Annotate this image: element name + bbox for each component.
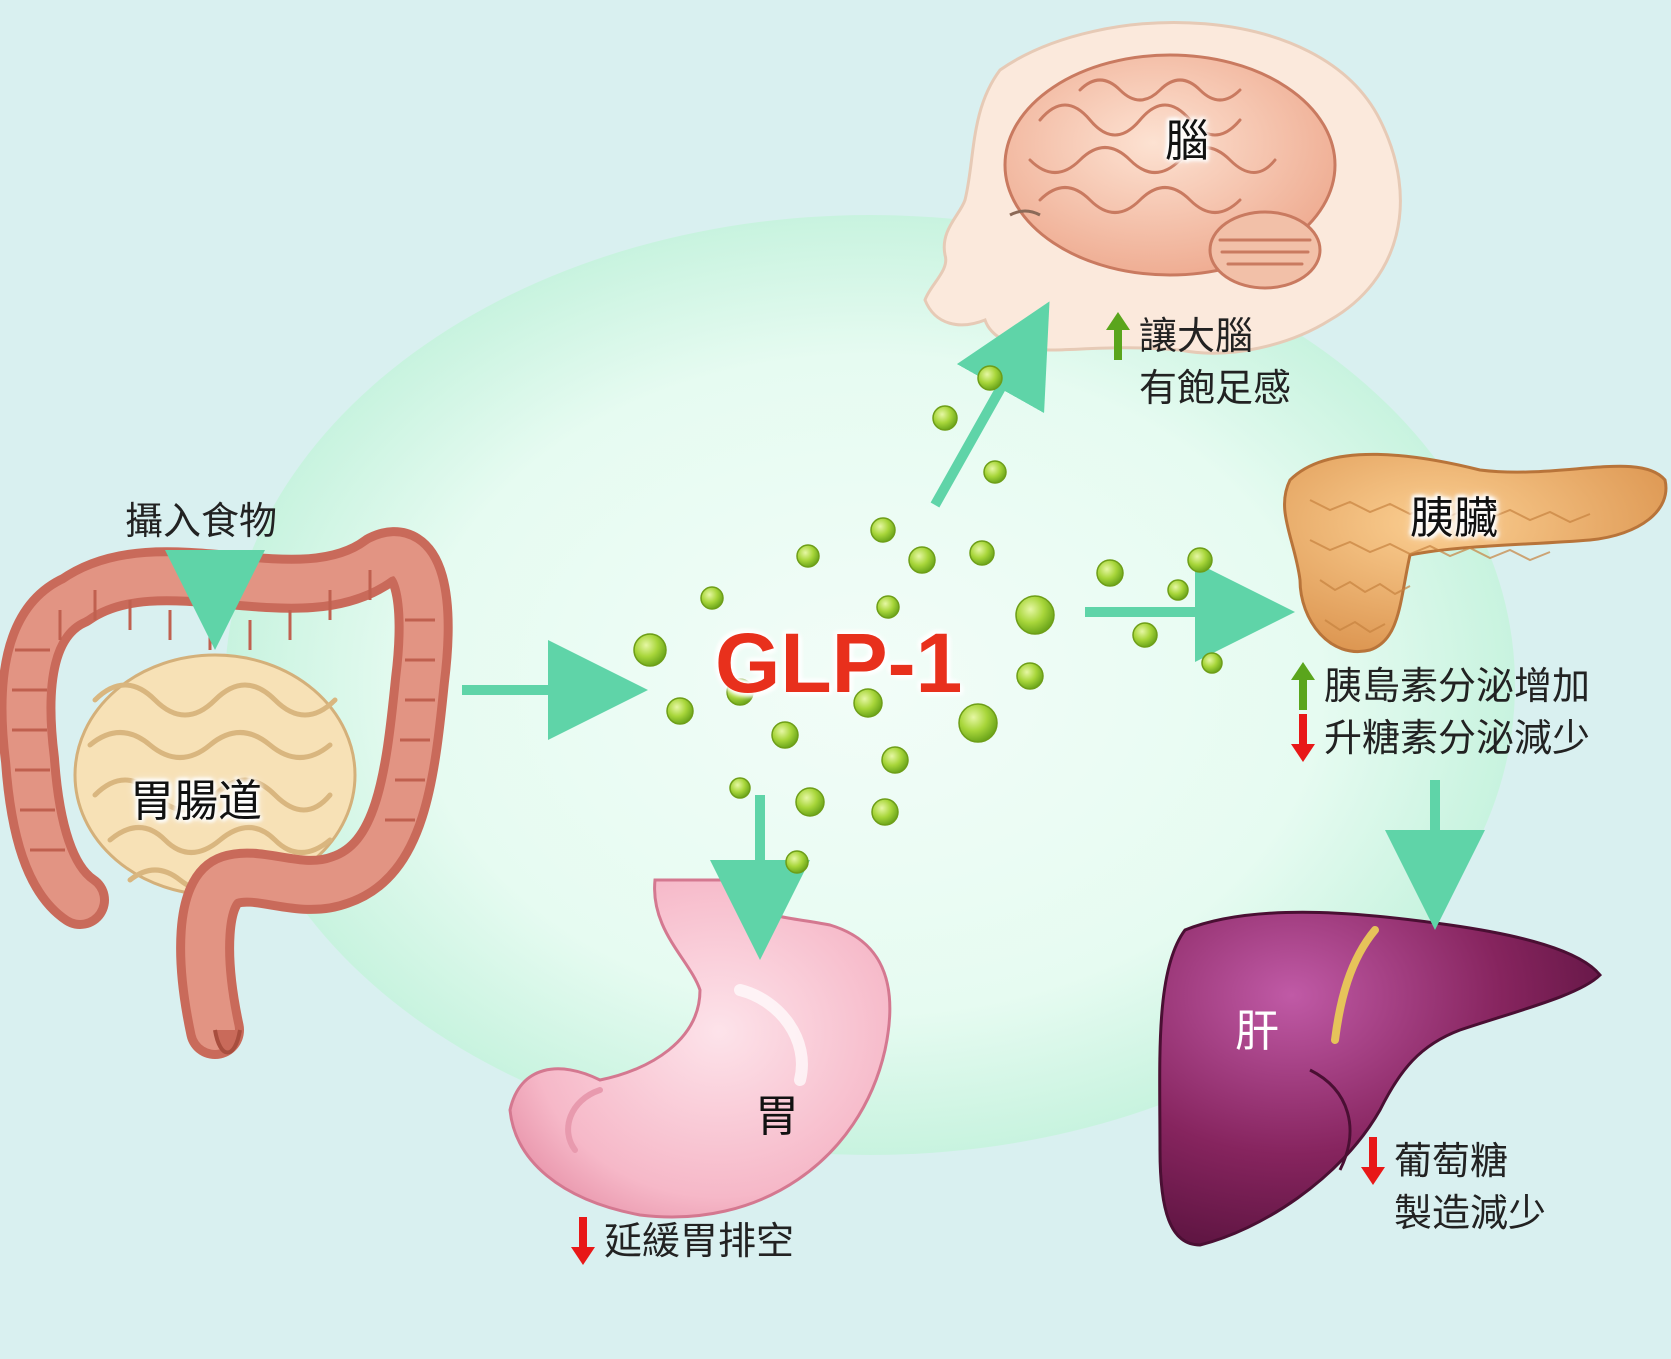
glp1-particle xyxy=(771,721,799,749)
liver-effect-line1: 葡萄糖 xyxy=(1394,1139,1509,1183)
decrease-arrow-icon xyxy=(571,1217,595,1265)
glp1-particle xyxy=(795,787,825,817)
glp1-particle xyxy=(1016,662,1044,690)
stomach-effect: 延緩胃排空 xyxy=(570,1215,794,1267)
liver-effect-line2: 製造減少 xyxy=(1394,1191,1547,1235)
glp1-particle xyxy=(1132,622,1158,648)
glp1-particle xyxy=(932,405,958,431)
glp1-particle xyxy=(1015,595,1055,635)
brain-name: 腦 xyxy=(1165,116,1209,167)
head-brain-illustration xyxy=(923,21,1402,355)
glp1-particle xyxy=(876,595,900,619)
decrease-arrow-icon xyxy=(1361,1137,1385,1185)
glp1-particle xyxy=(796,544,820,568)
stomach-effect-text: 延緩胃排空 xyxy=(604,1219,795,1263)
glp1-particle xyxy=(983,460,1007,484)
glp1-particles xyxy=(633,365,1223,874)
glp1-particle xyxy=(977,365,1003,391)
pancreas-effects: 胰島素分泌增加 升糖素分泌減少 xyxy=(1290,660,1590,764)
arrow-glp1-to-brain xyxy=(930,301,1050,508)
liver-effect: 葡萄糖 製造減少 xyxy=(1360,1135,1546,1239)
background-ellipse xyxy=(225,215,1515,1155)
decrease-arrow-icon xyxy=(1291,714,1315,762)
glp1-particle xyxy=(1201,652,1223,674)
brain-effect-line1: 讓大腦 xyxy=(1139,314,1254,358)
intestine-illustration xyxy=(0,527,453,1059)
glp1-particle xyxy=(958,703,998,743)
stomach-illustration xyxy=(508,878,892,1219)
glp1-particle xyxy=(853,688,883,718)
increase-arrow-icon xyxy=(1291,662,1315,710)
glp1-particle xyxy=(1187,547,1213,573)
intestine-name: 胃腸道 xyxy=(130,776,262,827)
insulin-effect: 胰島素分泌增加 xyxy=(1324,664,1591,708)
glp1-particle xyxy=(908,546,936,574)
glp1-particle xyxy=(871,798,899,826)
glp1-particle xyxy=(1167,579,1189,601)
glp1-particle xyxy=(870,517,896,543)
brain-effect-line2: 有飽足感 xyxy=(1139,366,1292,410)
stomach-name: 胃 xyxy=(755,1091,799,1142)
glp1-particle xyxy=(729,777,751,799)
glp1-particle xyxy=(969,540,995,566)
pancreas-name: 胰臟 xyxy=(1410,493,1498,544)
liver-name: 肝 xyxy=(1235,1006,1279,1057)
food-intake-label: 攝入食物 xyxy=(125,499,278,543)
flow-arrows xyxy=(165,301,1485,960)
glp1-particle xyxy=(666,697,694,725)
brain-effect: 讓大腦 有飽足感 xyxy=(1105,310,1291,414)
glp1-particle xyxy=(700,586,724,610)
glp1-particle xyxy=(633,633,667,667)
glp1-particle xyxy=(785,850,809,874)
glucagon-effect: 升糖素分泌減少 xyxy=(1324,716,1591,760)
glp1-particle xyxy=(881,746,909,774)
pancreas-illustration xyxy=(1283,452,1668,653)
glp1-label: GLP-1 xyxy=(715,616,963,710)
glp1-particle xyxy=(1096,559,1124,587)
increase-arrow-icon xyxy=(1106,312,1130,360)
glp1-particle xyxy=(726,678,754,706)
